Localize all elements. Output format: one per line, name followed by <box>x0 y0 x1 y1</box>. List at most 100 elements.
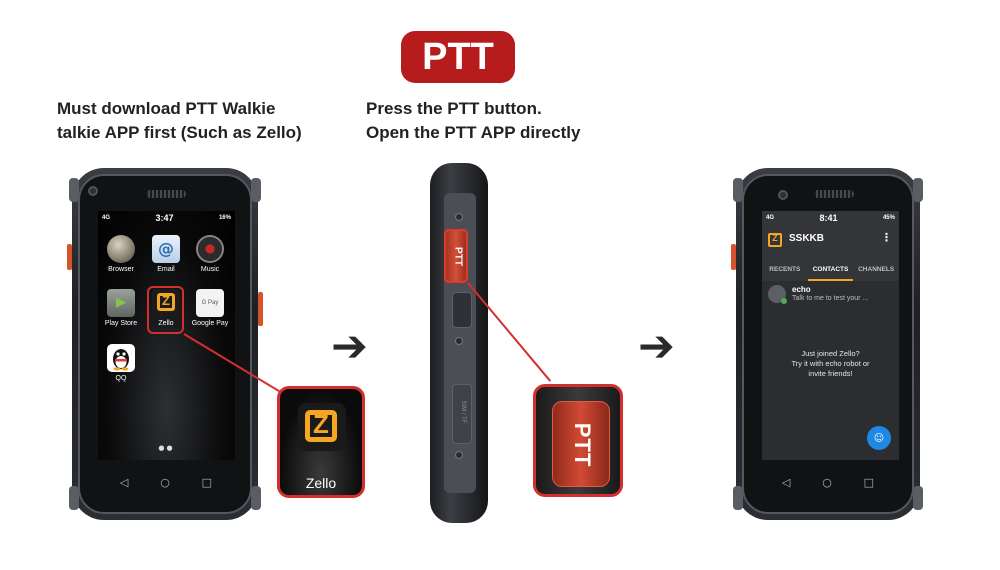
zello-letter: Z <box>313 409 329 439</box>
sim-tray-label: SIM / TF <box>460 400 466 424</box>
app-qq[interactable]: QQ <box>101 344 141 382</box>
zello-logo-mark: Z <box>157 293 175 311</box>
music-icon <box>196 235 224 263</box>
zello-letter: Z <box>772 233 778 243</box>
welcome-line: invite friends! <box>808 369 853 378</box>
caption-download-app: Must download PTT Walkie talkie APP firs… <box>57 97 302 145</box>
add-contact-icon[interactable]: ☺ <box>867 426 891 450</box>
battery-level: 45% <box>882 215 895 221</box>
status-time: 3:47 <box>155 213 174 223</box>
phone-bumper <box>733 486 743 510</box>
caption-line: talkie APP first (Such as Zello) <box>57 123 302 142</box>
zello-tabs: RECENTS CONTACTS CHANNELS <box>762 261 899 281</box>
side-key-left <box>67 244 72 270</box>
app-label: Music <box>200 266 220 273</box>
home-icon[interactable]: ○ <box>822 475 832 489</box>
contact-echo[interactable]: echo Talk to me to test your ... <box>762 283 899 309</box>
tab-recents[interactable]: RECENTS <box>769 266 801 273</box>
ptt-button[interactable]: PTT <box>444 229 468 283</box>
zello-zoom-callout: Z Zello <box>277 386 365 498</box>
caption-line: Open the PTT APP directly <box>366 123 581 142</box>
caption-line: Must download PTT Walkie <box>57 99 276 118</box>
screw-icon <box>455 337 463 345</box>
ptt-badge: PTT <box>401 31 515 83</box>
zello-icon: Z <box>152 289 180 317</box>
zello-app-bar: Z SSKKB ⋮ <box>762 225 899 261</box>
google-pay-icon-text: G Pay <box>201 300 219 306</box>
side-key-right <box>258 292 263 326</box>
app-label: Browser <box>108 266 134 273</box>
status-bar: 4G 3:47 16% <box>98 211 235 225</box>
home-screen-display: 4G 3:47 16% Browser Email Music Play Sto… <box>98 211 235 460</box>
front-camera <box>88 186 98 196</box>
caption-line: Press the PTT button. <box>366 99 542 118</box>
welcome-line: Try it with echo robot or <box>791 359 870 368</box>
play-store-icon <box>107 289 135 317</box>
zello-logo-icon: Z <box>768 233 782 247</box>
back-icon[interactable]: ◁ <box>781 475 791 489</box>
nav-bar: ◁ ○ □ <box>766 474 890 490</box>
screw-icon <box>455 213 463 221</box>
phone-bumper <box>913 178 923 202</box>
ptt-button-label: PTT <box>452 247 464 266</box>
side-key-left <box>731 244 736 270</box>
ptt-zoom-callout: PTT <box>533 384 623 497</box>
battery-level: 16% <box>218 215 231 221</box>
app-zello[interactable]: Z Zello <box>146 289 186 327</box>
screw-icon <box>455 451 463 459</box>
contact-name: echo <box>792 285 811 294</box>
zello-account-name: SSKKB <box>789 233 825 244</box>
status-time: 8:41 <box>819 213 838 223</box>
zello-letter: Z <box>162 293 170 308</box>
zello-zoom-label: Zello <box>305 475 337 491</box>
tab-channels[interactable]: CHANNELS <box>858 266 895 273</box>
app-play-store[interactable]: Play Store <box>101 289 141 327</box>
zello-logo-mark: Z <box>305 409 337 442</box>
earpiece-speaker <box>146 190 186 198</box>
tab-contacts[interactable]: CONTACTS <box>807 261 854 281</box>
qq-penguin-icon <box>107 344 135 372</box>
camera-key[interactable] <box>452 292 472 328</box>
page-indicator-dots: ●● <box>158 444 175 452</box>
network-indicator: 4G <box>102 215 111 221</box>
app-email[interactable]: Email <box>146 235 186 273</box>
google-pay-icon: G Pay <box>196 289 224 317</box>
home-icon[interactable]: ○ <box>160 475 170 489</box>
welcome-line: Just joined Zello? <box>801 349 860 358</box>
overflow-menu-icon[interactable]: ⋮ <box>881 231 892 244</box>
ptt-large-button: PTT <box>552 401 610 487</box>
back-icon[interactable]: ◁ <box>119 475 129 489</box>
network-indicator: 4G <box>766 215 775 221</box>
app-label: Google Pay <box>191 320 229 327</box>
nav-bar: ◁ ○ □ <box>104 474 228 490</box>
browser-icon <box>107 235 135 263</box>
email-icon <box>152 235 180 263</box>
app-label: Play Store <box>104 320 138 327</box>
front-camera <box>778 190 788 200</box>
sim-tray[interactable]: SIM / TF <box>452 384 472 444</box>
welcome-message: Just joined Zello? Try it with echo robo… <box>768 349 893 379</box>
app-music[interactable]: Music <box>190 235 230 273</box>
phone-bumper <box>913 486 923 510</box>
recents-icon[interactable]: □ <box>863 475 875 489</box>
recents-icon[interactable]: □ <box>201 475 213 489</box>
app-browser[interactable]: Browser <box>101 235 141 273</box>
app-label: Email <box>157 266 175 273</box>
phone-bumper <box>733 178 743 202</box>
zello-app-screen: 4G 8:41 45% Z SSKKB ⋮ RECENTS CONTACTS C… <box>762 211 899 460</box>
phone-bumper <box>251 486 261 510</box>
arrow-right-icon: ➔ <box>638 321 675 372</box>
ptt-zoom-label: PTT <box>570 422 595 468</box>
caption-press-ptt: Press the PTT button. Open the PTT APP d… <box>366 97 580 145</box>
contact-status: Talk to me to test your ... <box>792 295 869 302</box>
phone-side-view <box>430 163 488 523</box>
app-google-pay[interactable]: G Pay Google Pay <box>190 289 230 327</box>
status-bar: 4G 8:41 45% <box>762 211 899 225</box>
phone-bumper <box>69 486 79 510</box>
phone-bumper <box>69 178 79 202</box>
zello-large-icon: Z <box>298 403 346 451</box>
earpiece-speaker <box>814 190 854 198</box>
app-label: Zello <box>158 320 174 327</box>
contact-avatar <box>768 285 787 304</box>
phone-bumper <box>251 178 261 202</box>
